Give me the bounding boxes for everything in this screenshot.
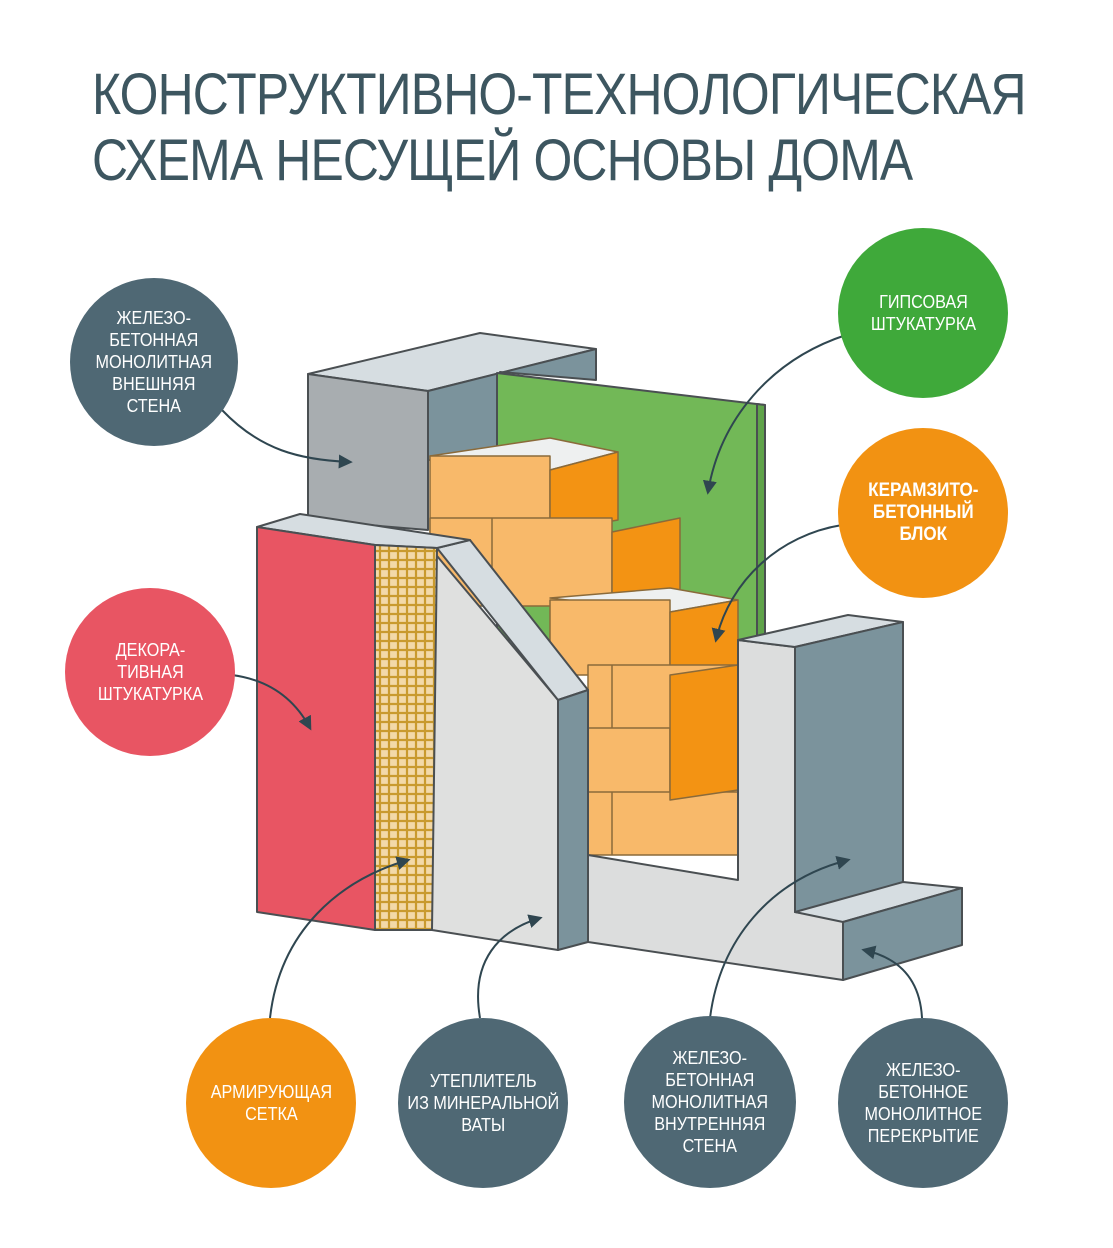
label-outer-wall: ЖЕЛЕЗО- БЕТОННАЯ МОНОЛИТНАЯ ВНЕШНЯЯ СТЕН… [70,278,238,446]
inner-concrete-wall [587,614,904,981]
expanded-clay-blocks [429,437,739,856]
label-gypsum-plaster: ГИПСОВАЯ ШТУКАТУРКА [838,228,1008,398]
title-line-2: СХЕМА НЕСУЩЕЙ ОСНОВЫ ДОМА [92,128,913,193]
label-floor-slab: ЖЕЛЕЗО- БЕТОННОЕ МОНОЛИТНОЕ ПЕРЕКРЫТИЕ [838,1018,1008,1188]
pointer-arrows [221,334,923,1019]
label-reinforcing-mesh: АРМИРУЮЩАЯ СЕТКА [186,1018,356,1188]
outer-concrete-wall [307,332,597,531]
label-insulation: УТЕПЛИТЕЛЬ ИЗ МИНЕРАЛЬНОЙ ВАТЫ [398,1018,568,1188]
label-clay-block: КЕРАМЗИТО- БЕТОННЫЙ БЛОК [838,428,1008,598]
label-inner-wall: ЖЕЛЕЗО- БЕТОННАЯ МОНОЛИТНАЯ ВНУТРЕННЯЯ С… [624,1016,796,1188]
mineral-wool-insulation [431,539,589,951]
page-title: КОНСТРУКТИВНО-ТЕХНОЛОГИЧЕСКАЯ СХЕМА НЕСУ… [92,62,1027,194]
label-decorative-plaster: ДЕКОРА- ТИВНАЯ ШТУКАТУРКА [65,588,235,756]
reinforcing-mesh [374,544,438,931]
decorative-plaster-layer [256,526,376,931]
title-line-1: КОНСТРУКТИВНО-ТЕХНОЛОГИЧЕСКАЯ [92,62,1027,127]
